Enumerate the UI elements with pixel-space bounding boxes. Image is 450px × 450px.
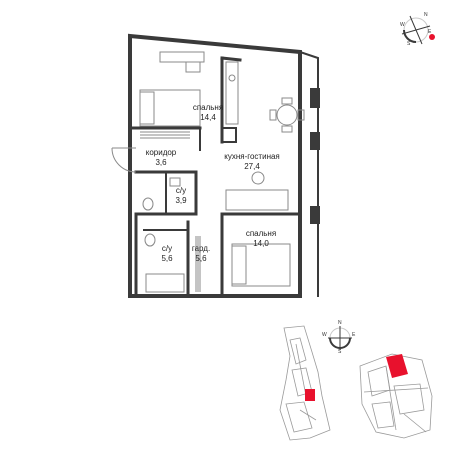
desk-bedroom1 (159, 51, 205, 63)
wardrobe-racks (195, 236, 201, 292)
kitchen-counter (225, 61, 239, 125)
compass-top-w: W (400, 22, 405, 28)
room-label-bedroom2: спальня 14,0 (246, 229, 276, 249)
column-2 (310, 132, 320, 150)
toilet-bath2 (144, 233, 156, 247)
room-area-bathroom1: 3,9 (175, 196, 187, 205)
sink-bath1 (169, 177, 181, 187)
pillow-bedroom2 (231, 245, 247, 285)
site-plan-left (279, 325, 331, 441)
sofa (225, 189, 289, 211)
site-highlight-left (305, 389, 315, 401)
bed-bedroom2 (231, 243, 291, 287)
room-area-bedroom1: 14,4 (200, 113, 216, 122)
chair-bedroom1 (185, 61, 201, 73)
room-area-kitchen-living: 27,4 (244, 162, 260, 171)
site-highlight-right (386, 354, 408, 378)
bed-bedroom1 (139, 89, 201, 127)
dining-chair-left (269, 109, 277, 121)
room-area-bathroom2: 5,6 (161, 254, 173, 263)
coffee-table (251, 171, 265, 185)
room-label-kitchen-living: кухня-гостиная 27,4 (224, 152, 280, 172)
room-label-bedroom1: спальня 14,4 (193, 103, 223, 123)
compass-top-s: S (407, 41, 411, 47)
dining-chair-right (297, 109, 305, 121)
wall-kitchen-top (220, 56, 242, 62)
room-name-wardrobe: гард. (191, 244, 211, 253)
kitchen-sink (228, 74, 236, 82)
room-name-bathroom1: с/у (175, 186, 187, 195)
shaft (221, 127, 237, 143)
compass-bottom (328, 326, 352, 350)
pillow-bedroom1 (139, 91, 155, 125)
compass-bottom-w: W (322, 332, 327, 338)
compass-bottom-e: E (352, 332, 356, 338)
room-area-wardrobe: 5,6 (195, 254, 207, 263)
room-label-bathroom1: с/у 3,9 (175, 186, 186, 206)
compass-bottom-s: S (338, 349, 342, 355)
outer-wall (128, 33, 302, 298)
apartment-walls (128, 33, 320, 298)
compass-top-e: E (428, 29, 432, 35)
column-1 (310, 88, 320, 108)
room-area-corridor: 3,6 (155, 158, 167, 167)
compass-bottom-n: N (338, 320, 342, 326)
room-name-kitchen-living: кухня-гостиная (224, 152, 280, 161)
compass-top-n: N (424, 12, 428, 18)
bathtub (145, 273, 185, 293)
compass-top (401, 15, 435, 45)
room-label-corridor: коридор 3,6 (146, 148, 177, 168)
room-area-bedroom2: 14,0 (253, 239, 269, 248)
room-name-bedroom2: спальня (245, 229, 277, 238)
entrance-door-swing (111, 147, 137, 173)
column-3 (310, 206, 320, 224)
dining-chair-bottom (281, 125, 293, 133)
room-name-corridor: коридор (145, 148, 177, 157)
room-label-bathroom2: с/у 5,6 (161, 244, 172, 264)
corridor-hanger (140, 131, 190, 139)
dining-table (276, 104, 298, 126)
toilet-bath1 (142, 197, 154, 211)
room-label-wardrobe: гард. 5,6 (192, 244, 210, 264)
room-name-bedroom1: спальня (192, 103, 224, 112)
furniture (139, 51, 305, 293)
room-name-bathroom2: с/у (161, 244, 173, 253)
dining-chair-top (281, 97, 293, 105)
